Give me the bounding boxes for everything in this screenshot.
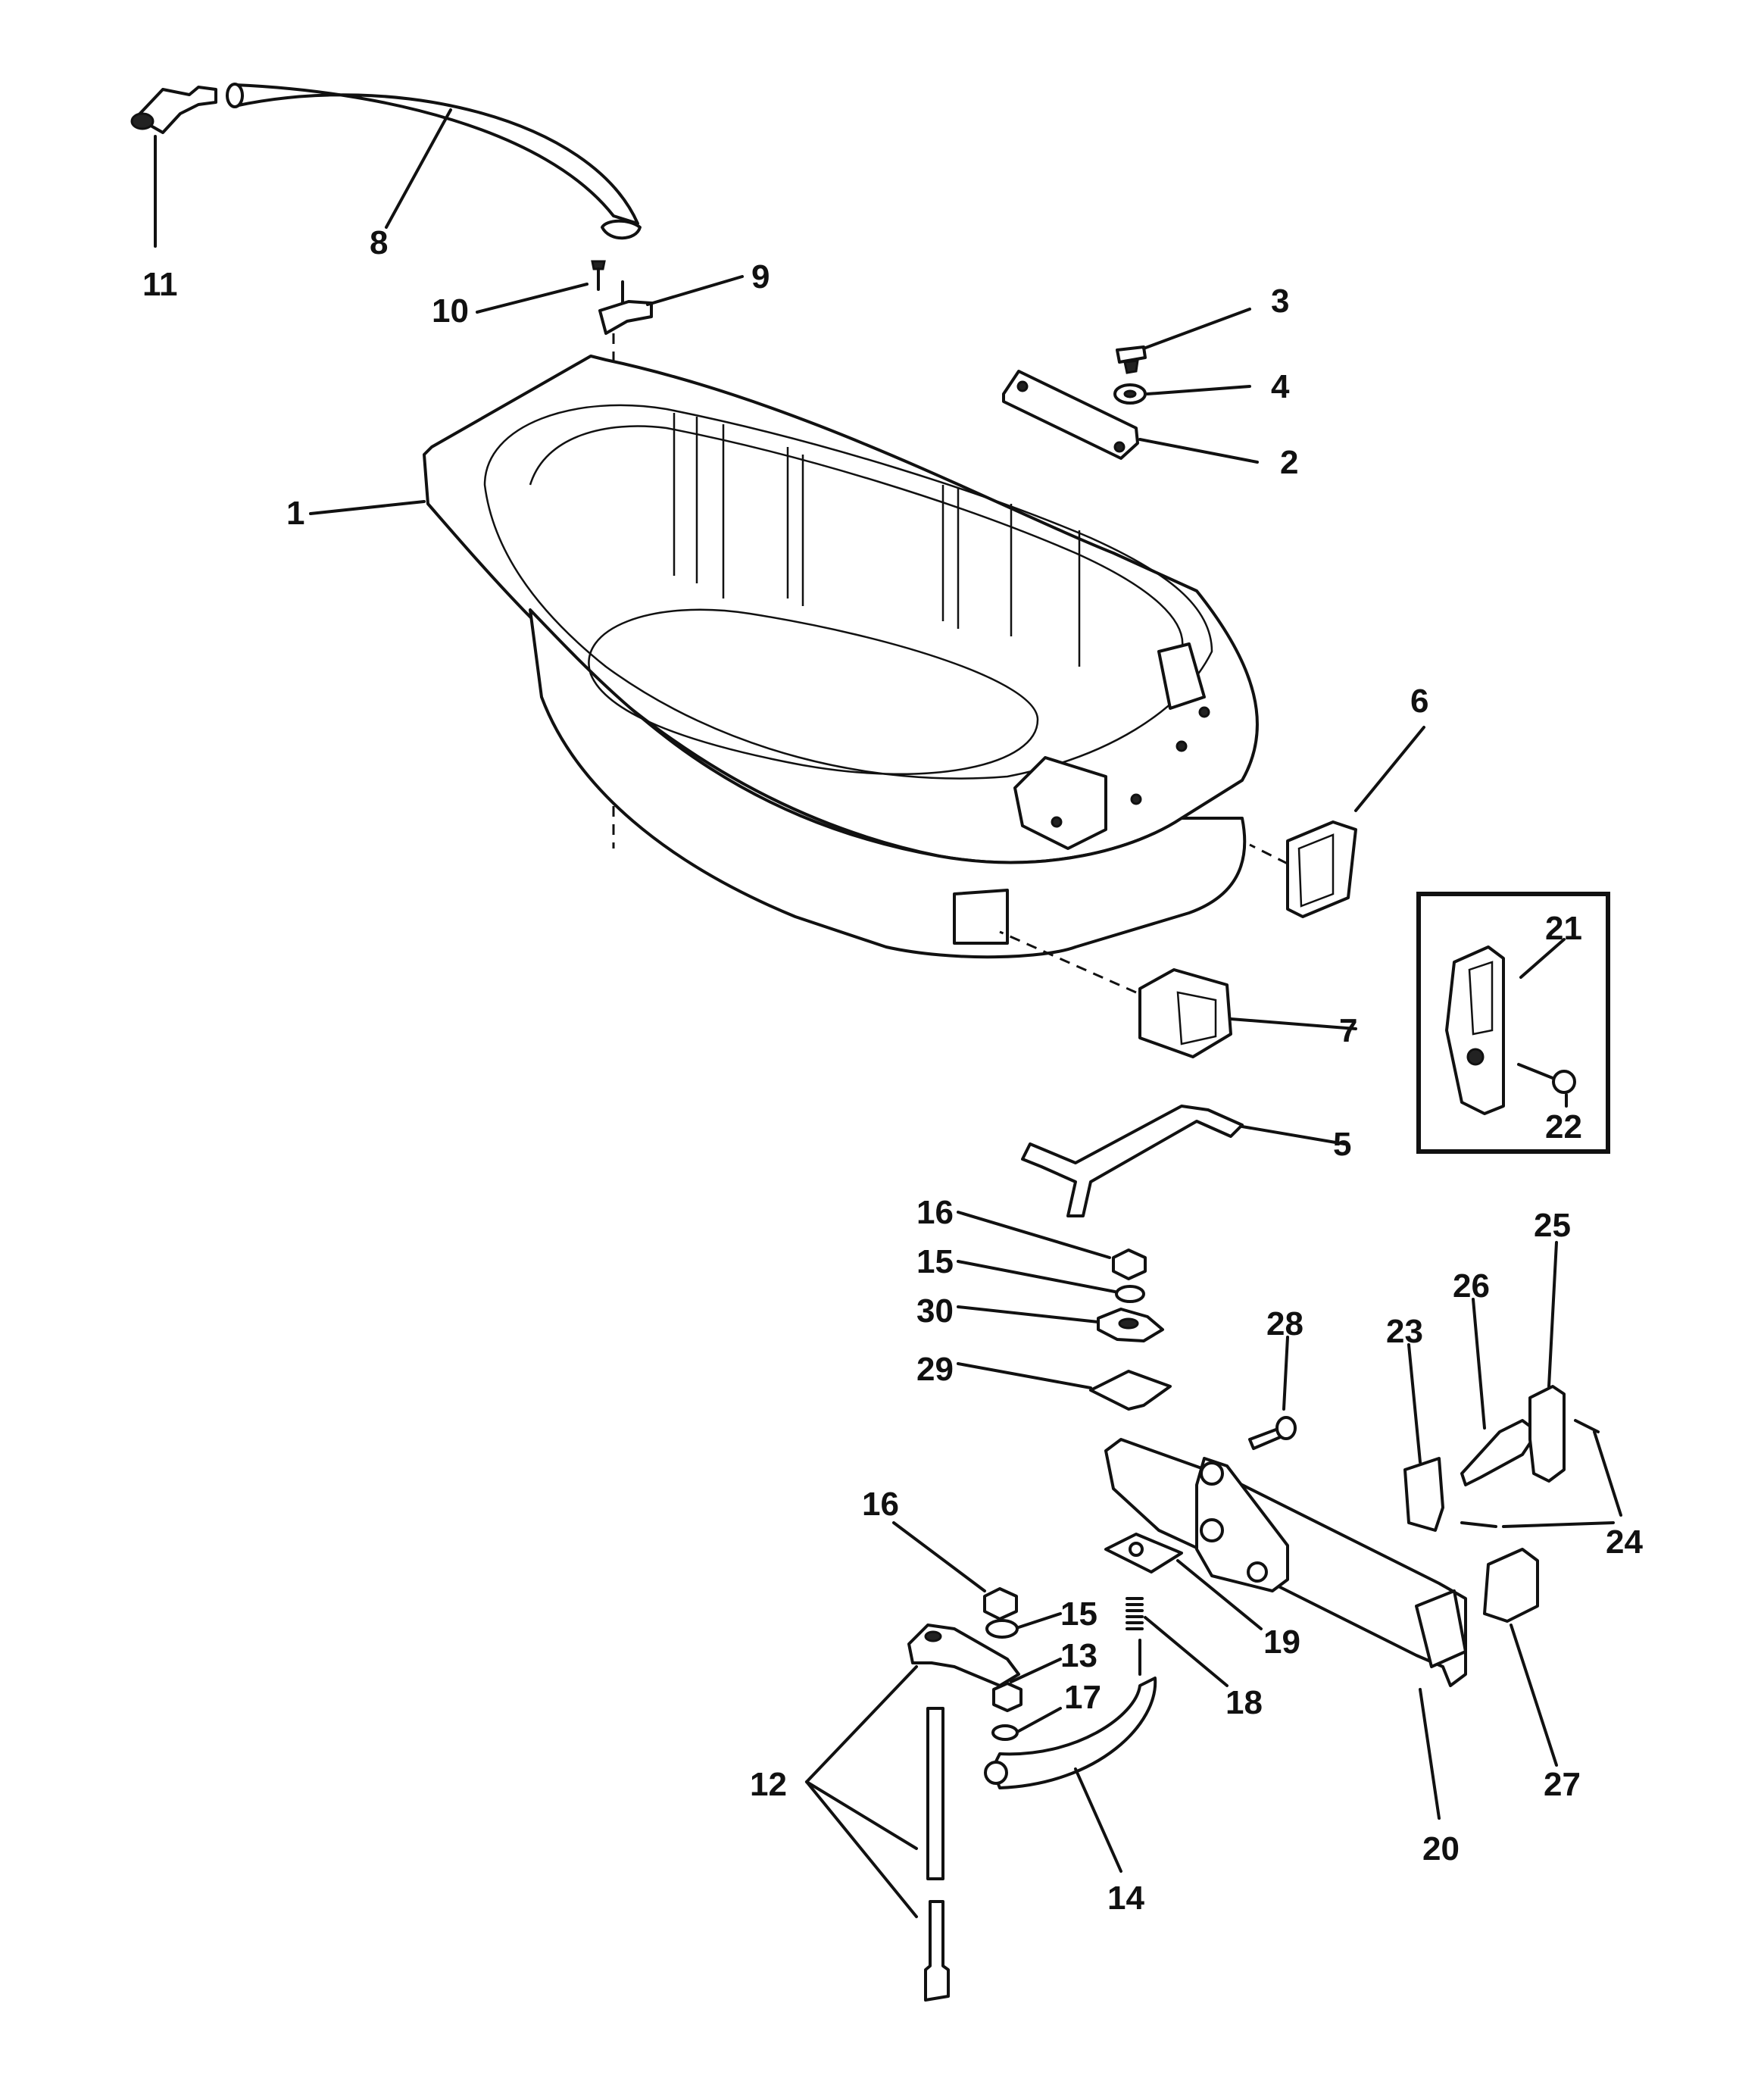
callout-1: 1 [286,495,304,532]
part-16-nut-lower [983,1587,1018,1620]
part-17-washer [991,1724,1019,1741]
part-15-washer-upper [1115,1285,1145,1303]
part-23-latch-plate [1403,1457,1444,1532]
callout-28: 28 [1266,1305,1303,1342]
callout-2: 2 [1280,444,1298,481]
part-10-screw [591,260,606,291]
callout-25: 25 [1534,1207,1571,1244]
callout-8: 8 [370,224,388,261]
callout-18: 18 [1225,1684,1263,1721]
part-2-cover-plate [1002,370,1139,460]
callout-20: 20 [1422,1830,1460,1867]
callout-21: 21 [1545,910,1582,947]
part-22-pin [1517,1063,1576,1094]
callout-30: 30 [916,1292,954,1330]
part-11-elbow-fitting [130,86,217,134]
part-12-tilt-lock-rod [907,1624,1020,2002]
callout-23: 23 [1386,1313,1423,1350]
part-21-latch-hook [1445,945,1505,1115]
part-9-tee-fitting [598,280,653,335]
part-5-wire-bracket [1021,1105,1244,1217]
part-25-latch-hook [1528,1385,1566,1483]
callout-16b: 16 [862,1486,899,1523]
part-24-pins [1460,1419,1600,1528]
part-13-nut [992,1682,1022,1712]
callout-24: 24 [1606,1524,1643,1561]
part-19-pad [1104,1533,1183,1574]
part-30-retainer [1097,1308,1164,1342]
part-14-lever-arc [984,1639,1157,1789]
part-7-seal-box [1138,968,1232,1058]
callout-11: 11 [142,266,178,303]
callout-10: 10 [432,292,469,330]
callout-6: 6 [1410,683,1428,720]
part-4-washer [1113,383,1147,405]
callout-22: 22 [1545,1108,1582,1145]
callout-labels: 1 2 3 4 5 6 7 8 9 10 11 12 13 14 15 15 1… [142,224,1643,1917]
part-8-hose [226,83,642,240]
callout-15b: 15 [1060,1595,1097,1633]
callout-4: 4 [1271,368,1290,405]
callout-14: 14 [1107,1880,1144,1917]
part-28-screw [1248,1416,1297,1450]
callout-16a: 16 [916,1194,954,1231]
callout-5: 5 [1333,1126,1351,1163]
callout-9: 9 [751,258,770,295]
part-6-seal [1286,820,1357,918]
part-15-washer-lower [985,1619,1019,1639]
part-29-plate [1089,1370,1172,1411]
callout-17: 17 [1064,1679,1101,1716]
inset-box [1416,892,1610,1154]
part-3-screw [1116,345,1147,374]
part-20-swivel-bracket [1104,1438,1467,1687]
callout-29: 29 [916,1351,954,1388]
callout-3: 3 [1271,283,1289,320]
part-16-nut-upper [1112,1249,1147,1280]
callout-15a: 15 [916,1243,954,1280]
callout-27: 27 [1544,1766,1581,1803]
part-18-spring [1126,1597,1144,1630]
part-27-bumper [1483,1548,1539,1623]
callout-12: 12 [750,1766,787,1803]
part-26-latch-lever [1460,1419,1539,1486]
part-1-bottom-cowl [423,355,1259,959]
callout-19: 19 [1263,1624,1300,1661]
callout-13: 13 [1060,1637,1097,1674]
callout-7: 7 [1339,1012,1357,1049]
callout-26: 26 [1453,1267,1490,1305]
